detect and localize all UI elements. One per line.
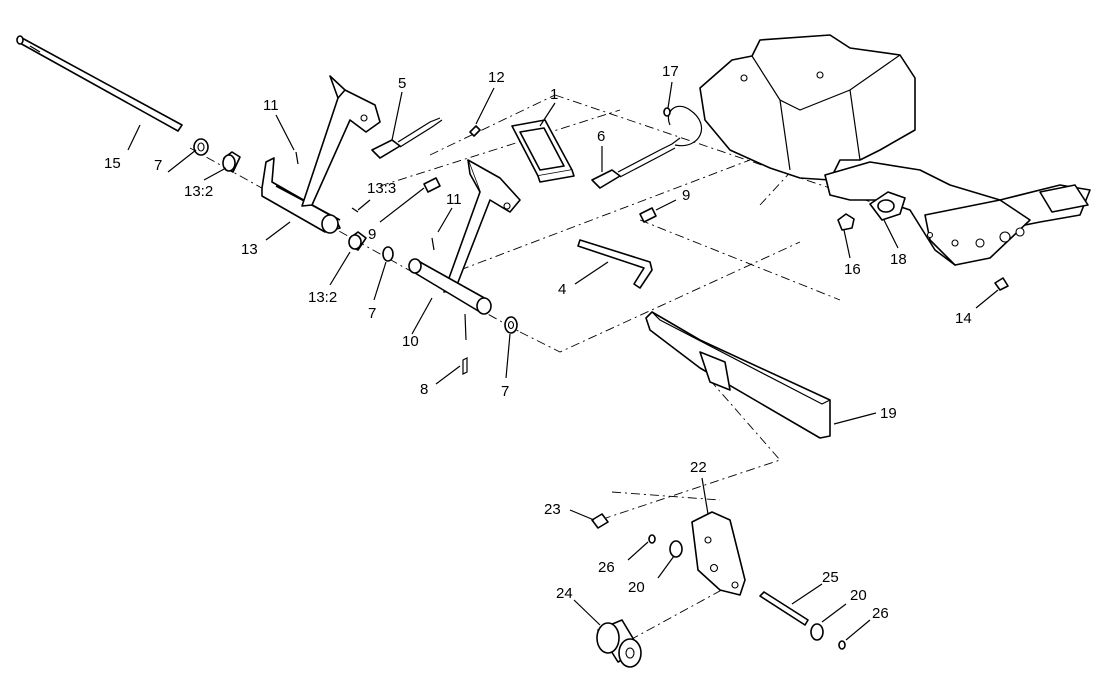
callout-23: 23 (544, 501, 561, 518)
callout-6: 6 (597, 128, 605, 145)
part-13-2-bushing-a (222, 151, 241, 173)
callout-7b: 7 (368, 305, 376, 322)
assembly-centerlines (189, 94, 881, 641)
part-1-pedal-pad (511, 119, 575, 183)
callout-11b: 11 (446, 191, 462, 208)
callout-20b: 20 (850, 587, 867, 604)
part-10-pedal-tube (408, 258, 492, 315)
callout-20a: 20 (628, 579, 645, 596)
part-13-3-cotter (351, 207, 359, 213)
callout-11a: 11 (263, 97, 279, 114)
callout-15: 15 (104, 155, 121, 172)
part-6-cable-clevis (591, 137, 681, 189)
callout-4: 4 (558, 281, 566, 298)
callout-16: 16 (844, 261, 861, 278)
part-24-roller (596, 619, 642, 668)
part-8-roll-pin (464, 313, 467, 341)
part-4-bent-rod (577, 239, 653, 289)
part-19-bracket-plate (645, 311, 831, 439)
callout-13-2b: 13:2 (308, 289, 337, 306)
part-20-washer-a (669, 540, 683, 558)
part-12-pin (469, 125, 481, 137)
callout-19: 19 (880, 405, 897, 422)
callout-17: 17 (662, 63, 679, 80)
part-16-nut (837, 213, 855, 231)
part-25-axle-pin (759, 591, 809, 626)
part-11-clutch-pedal-right (443, 159, 521, 293)
callout-18: 18 (890, 251, 907, 268)
part-23-bolt (591, 513, 609, 529)
callout-7a: 7 (154, 157, 162, 174)
callout-5: 5 (398, 75, 406, 92)
part-14-bolt (994, 277, 1009, 291)
part-15-shaft (16, 35, 183, 132)
callout-14: 14 (955, 310, 972, 327)
part-26-washer-a (648, 534, 656, 544)
part-9-clevis-pin-b (639, 207, 657, 223)
part-18-flange-bearing (869, 191, 906, 221)
callout-12: 12 (488, 69, 505, 86)
part-9-clevis-pin-a (423, 177, 441, 193)
callout-10: 10 (402, 333, 419, 350)
part-22-idler-arm (691, 511, 746, 596)
callout-8: 8 (420, 381, 428, 398)
callout-24: 24 (556, 585, 573, 602)
chassis-frame (699, 34, 1091, 266)
part-7-washer-b (382, 246, 394, 262)
part-13-2-bushing-b (348, 231, 367, 251)
callout-labels: 1 4 5 6 7 7 7 8 9 9 10 11 11 12 13 13:2 … (104, 63, 999, 641)
callout-7c: 7 (501, 383, 509, 400)
callout-25: 25 (822, 569, 839, 586)
callout-13-2a: 13:2 (184, 183, 213, 200)
part-11-brake-pedal-left (301, 75, 381, 207)
callout-1: 1 (550, 86, 558, 103)
callout-26b: 26 (872, 605, 889, 622)
callout-13: 13 (241, 241, 258, 258)
part-17-cable-spring (663, 105, 703, 147)
part-26-washer-b (838, 640, 846, 650)
part-5-cable-clevis (371, 117, 443, 159)
callout-13-3: 13:3 (367, 180, 396, 197)
part-20-washer-b (810, 623, 824, 641)
callout-26a: 26 (598, 559, 615, 576)
callout-9b: 9 (682, 187, 690, 204)
callout-22: 22 (690, 459, 707, 476)
callout-9a: 9 (368, 226, 376, 243)
